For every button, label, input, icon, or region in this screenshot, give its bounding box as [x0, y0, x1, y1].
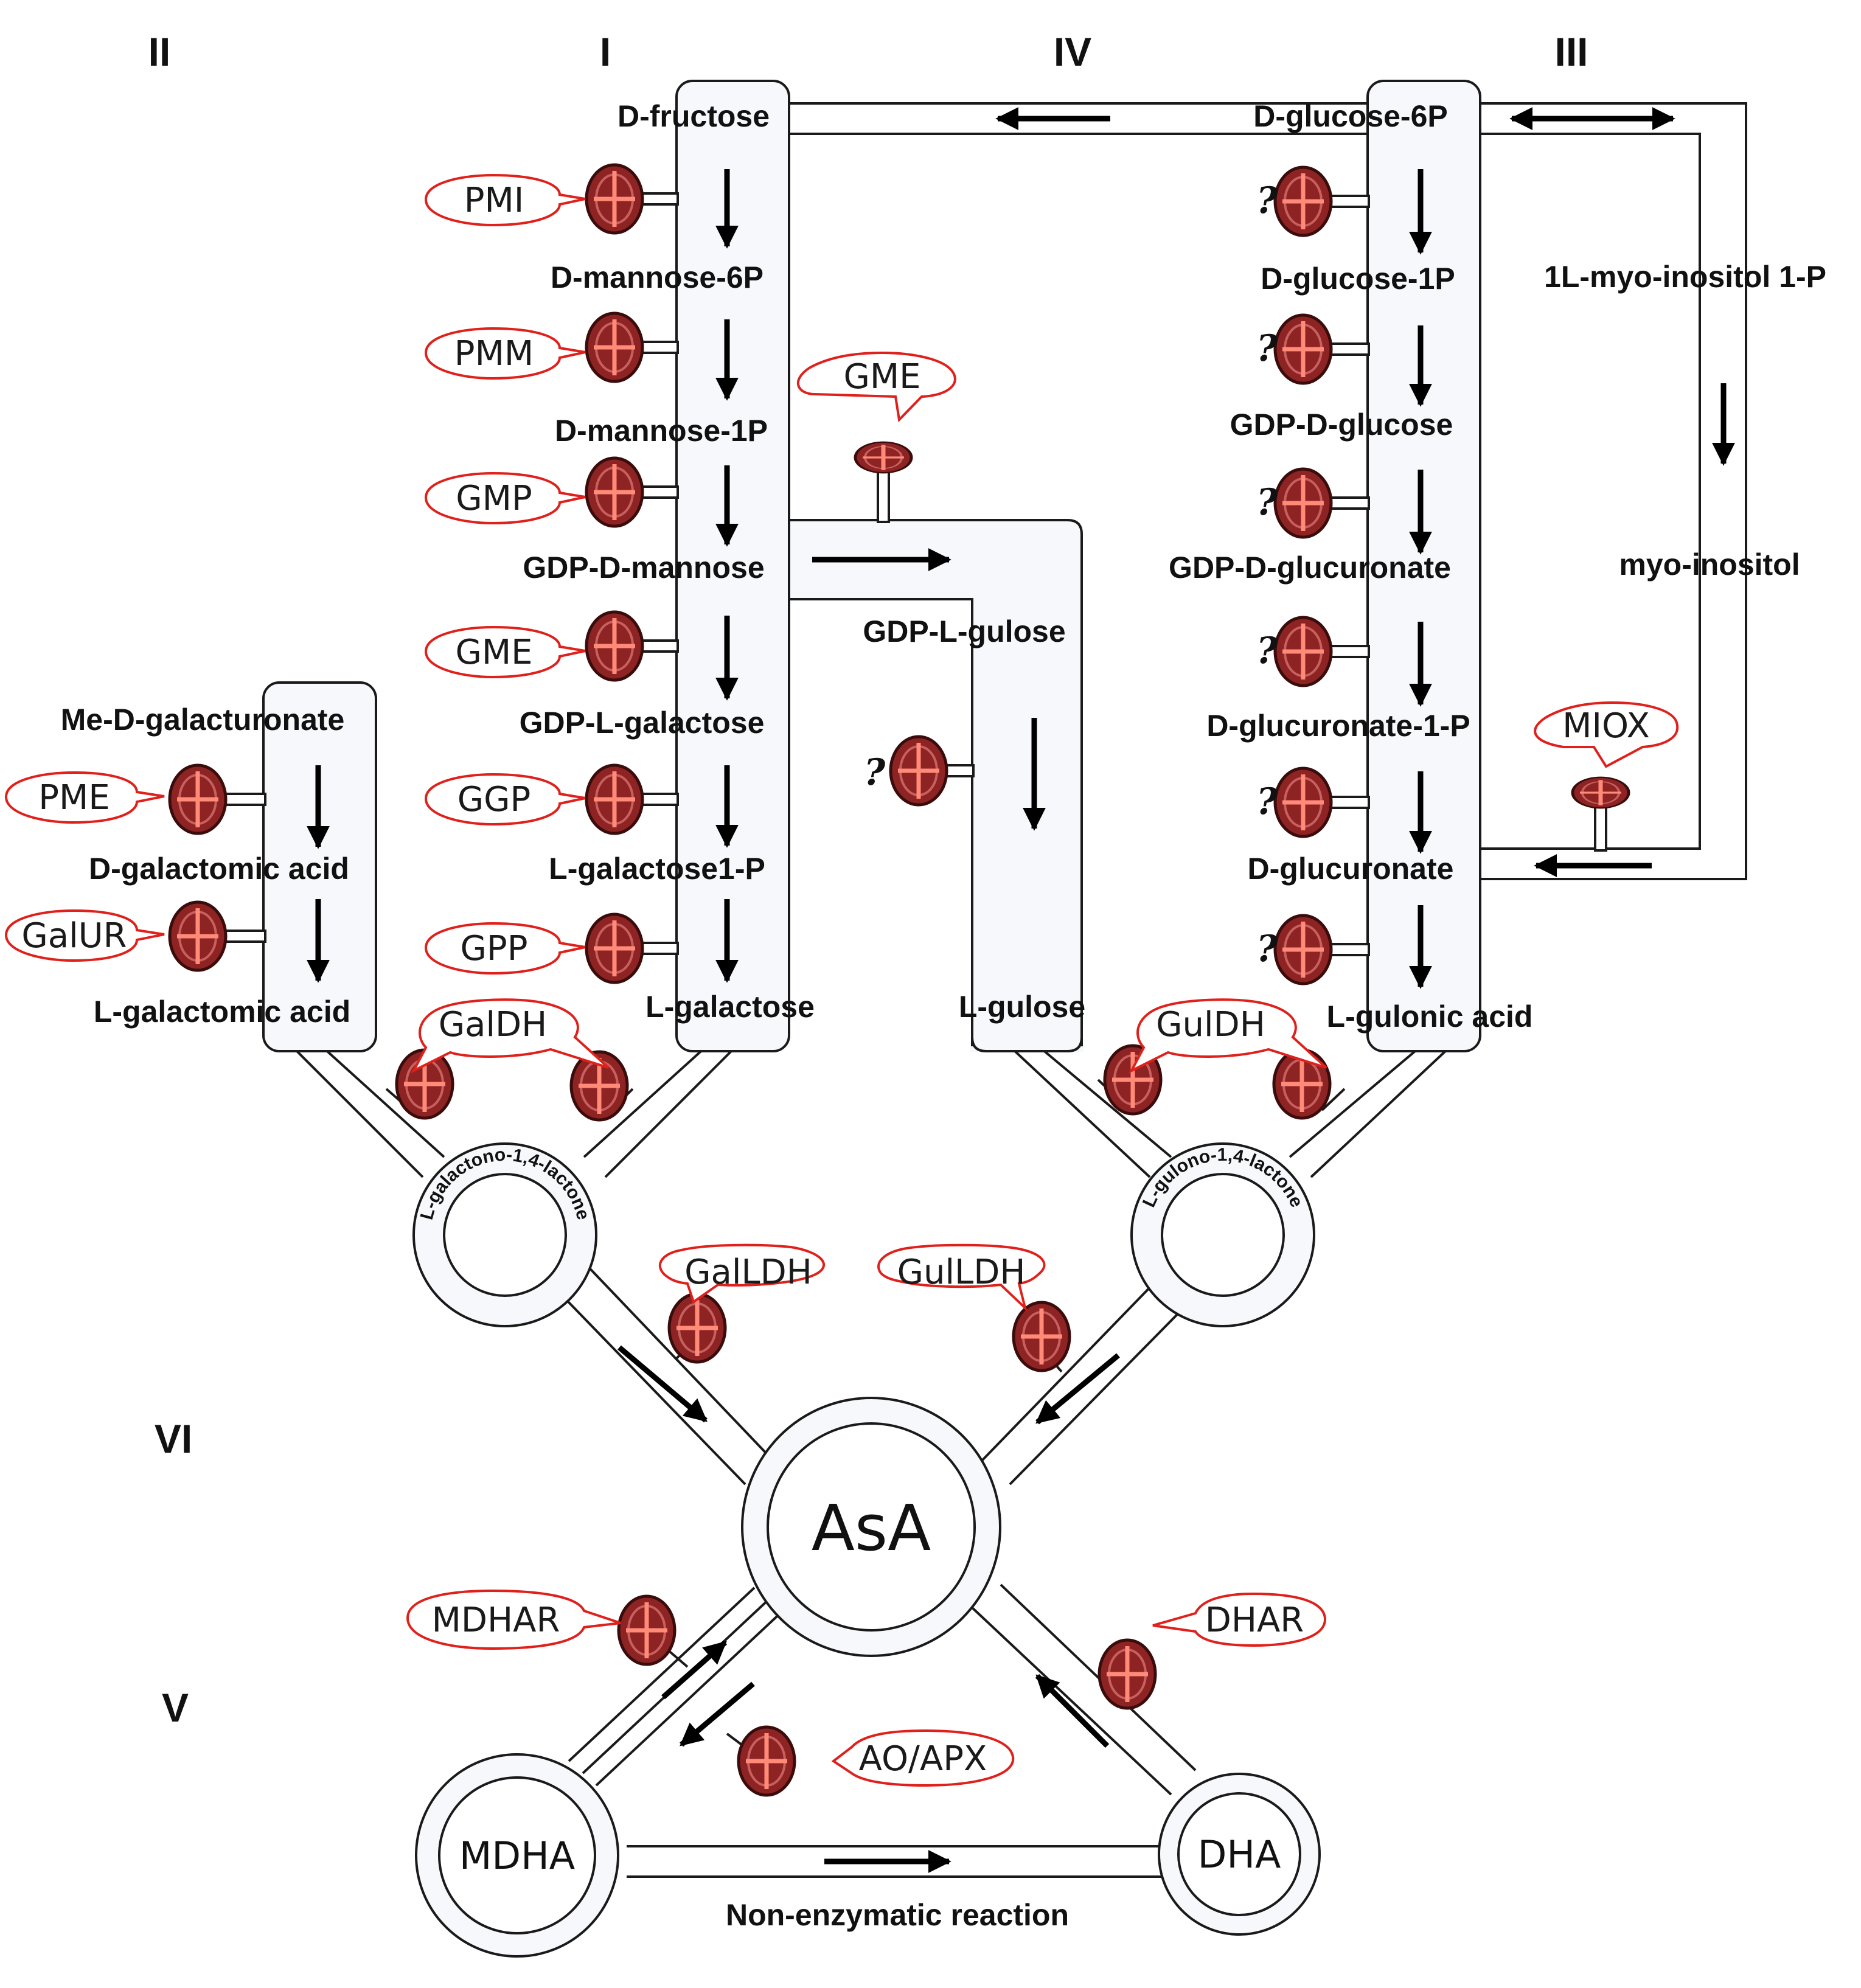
l-gulonic-acid-label: L-gulonic acid	[1327, 999, 1533, 1034]
galldh-label: GalLDH	[684, 1253, 812, 1292]
gdp-d-mannose-label: GDP-D-mannose	[523, 551, 764, 585]
l-galactomic-acid-label: L-galactomic acid	[94, 995, 350, 1029]
gulono-lactone-node: L-gulono-1,4-lactone	[1130, 1142, 1315, 1327]
unknown-enzyme-marker: ?	[1256, 481, 1278, 524]
pmi-valve-icon	[586, 165, 642, 233]
phosphoglucomutase-valve-icon	[1275, 167, 1331, 235]
asa-label: AsA	[812, 1491, 931, 1565]
unknown-enzyme-marker: ?	[1256, 327, 1278, 370]
gulldh-label: GulLDH	[897, 1253, 1026, 1292]
me-d-galacturonate-label: Me-D-galacturonate	[61, 703, 345, 737]
d-galactomic-acid-label: D-galactomic acid	[89, 852, 349, 886]
galur-valve-icon	[170, 902, 226, 970]
glucuronate-valve-icon	[1275, 768, 1331, 836]
gpp-valve-icon	[586, 914, 642, 982]
d-glucuronate-1p-label: D-glucuronate-1-P	[1206, 709, 1470, 743]
unknown-enzyme-markers: ? ? ? ? ? ? ?	[864, 179, 1278, 970]
unknown-enzyme-marker: ?	[1256, 780, 1278, 823]
pme-label: PME	[38, 778, 110, 818]
pathway-label-i: I	[600, 29, 611, 74]
mdhar-valve-icon	[619, 1596, 675, 1664]
pathway-II-column	[262, 681, 377, 1052]
gme-top-label: GME	[843, 357, 920, 397]
pathway-label-vi: VI	[155, 1416, 192, 1461]
miox-valve-icon	[1573, 777, 1629, 808]
ao-apx-valve-icon	[739, 1727, 795, 1795]
asa-node: AsA	[741, 1397, 1001, 1657]
pathway-label-iv: IV	[1054, 29, 1091, 74]
unknown-enzyme-marker: ?	[1256, 928, 1278, 970]
galactono-lactone-node: L-galactono-1,4-lactone	[412, 1142, 597, 1327]
ggp-valve-icon	[586, 765, 642, 833]
pathway-I-column	[675, 80, 790, 1052]
metabolite-labels: D-fructose D-mannose-6P D-mannose-1P GDP…	[61, 99, 1826, 1932]
l-galactose-label: L-galactose	[645, 990, 815, 1024]
gdp-l-galactose-label: GDP-L-galactose	[520, 706, 765, 740]
gme-left-label: GME	[455, 633, 532, 672]
mdha-label: MDHA	[459, 1833, 575, 1878]
pathway-label-v: V	[162, 1685, 189, 1730]
pathway-label-ii: II	[148, 29, 171, 74]
pathway-label-iii: III	[1554, 29, 1588, 74]
gpp-label: GPP	[461, 929, 528, 968]
unknown-enzyme-marker: ?	[864, 751, 886, 794]
ggp-label: GGP	[457, 780, 531, 819]
glucuronate-1p-valve-icon	[1275, 617, 1331, 686]
dhar-label: DHAR	[1205, 1600, 1304, 1640]
galur-label: GalUR	[21, 916, 127, 956]
l-galactose-1p-label: L-galactose1-P	[549, 852, 765, 886]
pmm-valve-icon	[586, 313, 642, 381]
galdh-label: GalDH	[439, 1005, 548, 1044]
dha-label: DHA	[1198, 1832, 1281, 1877]
gulose-valve-icon	[891, 737, 947, 805]
mdhar-label: MDHAR	[432, 1600, 560, 1640]
enzyme-callouts: PMI PMM GMP GME GGP GPP PME GalUR GME MI…	[4, 173, 1678, 1787]
pathway-III-column	[1366, 80, 1481, 1052]
gdp-l-gulose-label: GDP-L-gulose	[863, 614, 1065, 648]
gdp-glucose-valve-icon	[1275, 315, 1331, 383]
galldh-valve-icon	[669, 1294, 725, 1362]
gulldh-valve-icon	[1014, 1302, 1070, 1371]
dhar-valve-icon	[1099, 1640, 1155, 1708]
gme-valve-icon	[586, 612, 642, 680]
d-glucose-6p-label: D-glucose-6P	[1253, 99, 1448, 133]
gulonic-valve-icon	[1275, 916, 1331, 984]
pme-valve-icon	[170, 765, 226, 833]
ao-apx-label: AO/APX	[859, 1739, 987, 1779]
reaction-arrows	[307, 107, 1735, 1873]
gme-top-valve-icon	[855, 442, 911, 473]
d-glucose-1p-label: D-glucose-1P	[1261, 262, 1455, 296]
d-mannose-1p-label: D-mannose-1P	[555, 414, 768, 448]
unknown-enzyme-marker: ?	[1256, 179, 1278, 222]
mdha-node: MDHA	[415, 1753, 619, 1958]
miox-label: MIOX	[1562, 706, 1650, 746]
l-gulose-label: L-gulose	[959, 990, 1085, 1024]
gdp-d-glucose-label: GDP-D-glucose	[1230, 408, 1453, 442]
myo-inositol-1p-label: 1L-myo-inositol 1-P	[1544, 260, 1826, 294]
pmm-label: PMM	[454, 334, 534, 374]
d-fructose-label: D-fructose	[617, 99, 770, 133]
dha-node: DHA	[1158, 1773, 1321, 1936]
d-glucuronate-label: D-glucuronate	[1248, 852, 1454, 886]
gmp-valve-icon	[586, 458, 642, 526]
gmp-label: GMP	[456, 479, 532, 518]
pathway-numerals: II I IV III VI V	[148, 29, 1588, 1730]
pipes	[286, 102, 1747, 1878]
gdp-glucuronate-valve-icon	[1275, 469, 1331, 537]
unknown-enzyme-marker: ?	[1256, 630, 1278, 672]
pmi-label: PMI	[464, 181, 524, 220]
d-mannose-6p-label: D-mannose-6P	[551, 260, 764, 294]
gdp-d-glucuronate-label: GDP-D-glucuronate	[1169, 551, 1451, 585]
guldh-label: GulDH	[1156, 1005, 1265, 1044]
myo-inositol-label: myo-inositol	[1619, 547, 1800, 582]
non-enzymatic-reaction-label: Non-enzymatic reaction	[726, 1898, 1069, 1932]
